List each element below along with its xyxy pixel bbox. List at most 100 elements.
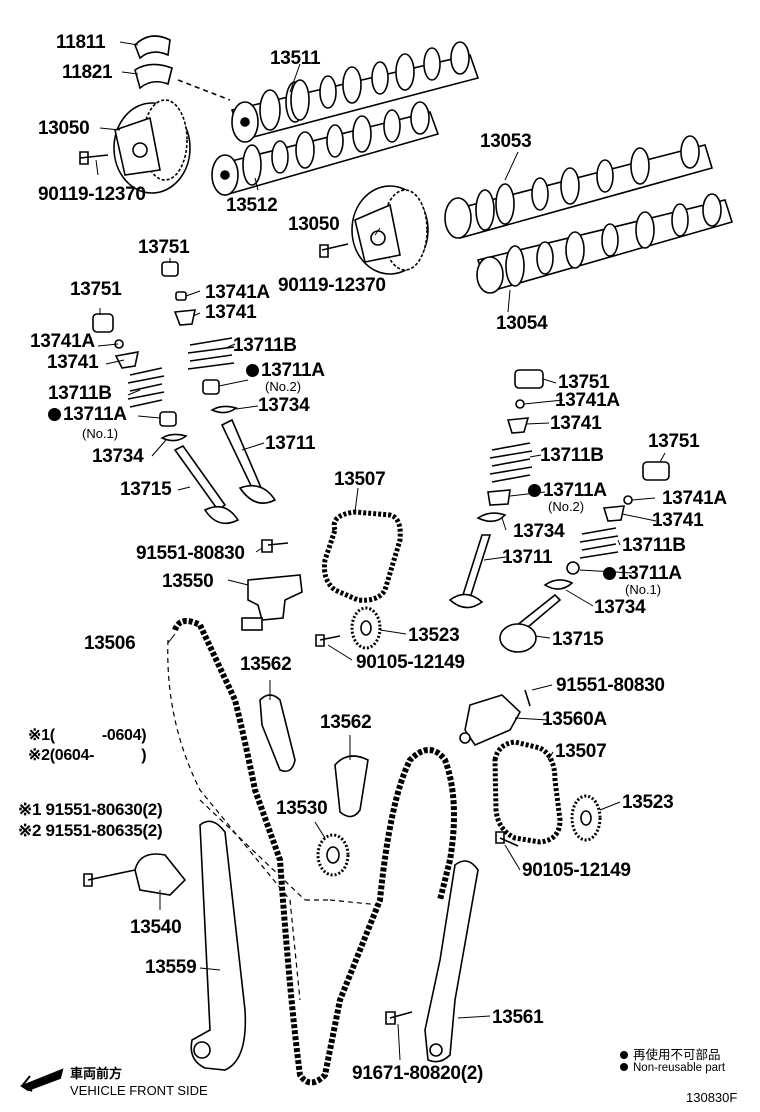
- part-label-13751-c: 13751: [558, 372, 610, 393]
- camshaft-13053: [444, 135, 714, 239]
- sub-note-no1-left: (No.1): [82, 426, 119, 441]
- damper-13562-upper: [259, 694, 296, 773]
- part-label-13741A-b: 13741A: [30, 331, 95, 352]
- part-label-90119-left: 90119-12370: [38, 184, 146, 205]
- non-reusable-dot: [48, 408, 61, 421]
- part-label-13711-a: 13711: [265, 433, 316, 454]
- tensioner-13560A: [459, 689, 531, 746]
- part-label-13512: 13512: [226, 195, 278, 216]
- chain-guide-13559: [190, 820, 247, 1071]
- part-label-13562-lower: 13562: [320, 712, 372, 733]
- bearing-11821: [134, 63, 173, 90]
- valve-group-left: [92, 261, 277, 525]
- part-label-13715-b: 13715: [552, 629, 604, 650]
- part-label-text: 13711A: [543, 480, 607, 501]
- sub-note-no1-right: (No.1): [625, 582, 662, 597]
- sprocket-13530: [316, 833, 350, 877]
- front-direction-arrow: [19, 1068, 64, 1092]
- bolt-91671: [385, 1011, 413, 1025]
- bearing-11811: [134, 35, 171, 60]
- part-label-13751-b: 13751: [70, 279, 122, 300]
- part-label-13053: 13053: [480, 131, 532, 152]
- leader-lines: [95, 41, 666, 1061]
- part-label-13711B-d: 13711B: [622, 535, 686, 556]
- part-label-91551-upper: 91551-80830: [136, 543, 245, 564]
- bolts-90105: [315, 634, 519, 847]
- bolt-90119-left: [79, 151, 109, 165]
- part-label-13711A-a: 13711A: [246, 361, 325, 380]
- bolt-note-2: ※2 91551-80635(2): [18, 821, 163, 840]
- part-label-13054: 13054: [496, 313, 548, 334]
- camshaft-13511: [230, 41, 480, 143]
- figure-code: 130830F: [686, 1090, 738, 1105]
- part-label-13741A-c: 13741A: [555, 390, 620, 411]
- part-label-13711-b: 13711: [502, 547, 553, 568]
- part-label-13741-d: 13741: [652, 510, 704, 531]
- part-label-90119-right: 90119-12370: [278, 275, 386, 296]
- applicability-note-2: ※2(0604- ): [28, 747, 147, 764]
- damper-13562-lower: [334, 755, 369, 818]
- tensioner-13550: [241, 539, 303, 631]
- legend-dot: [620, 1051, 628, 1059]
- part-label-13507-upper: 13507: [334, 469, 386, 490]
- part-label-13741-b: 13741: [47, 352, 99, 373]
- part-label-13711A-c: 13711A: [528, 481, 607, 500]
- non-reusable-dot: [603, 567, 616, 580]
- part-label-text: 13711A: [618, 563, 682, 584]
- part-label-13734-a: 13734: [258, 395, 310, 416]
- direction-label-jp: 車両前方: [70, 1066, 123, 1081]
- part-label-13715-a: 13715: [120, 479, 172, 500]
- part-label-13734-c: 13734: [513, 521, 565, 542]
- part-label-13050-right: 13050: [288, 214, 340, 235]
- camshaft-13054: [476, 193, 734, 294]
- tensioner-13540: [83, 853, 187, 896]
- applicability-note-1: ※1( -0604): [28, 727, 147, 744]
- legend-non-reusable-jp: 再使用不可部品: [620, 1044, 721, 1063]
- part-label-13561: 13561: [492, 1007, 544, 1028]
- camshaft-13512: [211, 101, 440, 196]
- chain-13507-lower: [492, 739, 563, 845]
- part-label-13711B-b: 13711B: [48, 383, 112, 404]
- timing-chain-13506: [167, 618, 457, 1086]
- part-label-90105-lower: 90105-12149: [522, 860, 631, 881]
- part-label-11811: 11811: [56, 32, 106, 53]
- part-label-13550: 13550: [162, 571, 214, 592]
- part-label-13741-c: 13741: [550, 413, 602, 434]
- part-label-text: 13711A: [261, 360, 325, 381]
- sub-note-no2-left: (No.2): [265, 379, 302, 394]
- part-label-13511: 13511: [270, 48, 321, 69]
- chain-guide-13561: [424, 860, 479, 1063]
- chain-13507-upper: [322, 509, 403, 603]
- part-label-13523-upper: 13523: [408, 625, 460, 646]
- bolt-90119-right: [319, 243, 349, 258]
- non-reusable-dot: [528, 484, 541, 497]
- legend-dot: [620, 1063, 628, 1071]
- sprocket-13523-upper: [350, 606, 382, 650]
- part-label-13562-upper: 13562: [240, 654, 292, 675]
- sprocket-13523-lower: [570, 794, 602, 842]
- part-label-90105-upper: 90105-12149: [356, 652, 465, 673]
- vvt-sprocket-13050-right: [351, 185, 429, 275]
- part-label-13751-d: 13751: [648, 431, 700, 452]
- part-label-13734-b: 13734: [92, 446, 144, 467]
- bolt-note-1: ※1 91551-80630(2): [18, 800, 163, 819]
- part-label-91671: 91671-80820(2): [352, 1063, 484, 1084]
- part-label-13734-d: 13734: [594, 597, 646, 618]
- part-label-13741A-d: 13741A: [662, 488, 727, 509]
- legend-text: 再使用不可部品: [633, 1048, 721, 1062]
- part-label-13506: 13506: [84, 633, 136, 654]
- part-label-13711B-c: 13711B: [540, 445, 604, 466]
- sub-note-no2-right: (No.2): [548, 499, 585, 514]
- part-label-text: 13711A: [63, 404, 127, 425]
- part-label-91551-lower: 91551-80830: [556, 675, 665, 696]
- vvt-sprocket-13050-left: [113, 99, 191, 194]
- part-label-13711B-a: 13711B: [233, 335, 297, 356]
- part-label-13530: 13530: [276, 798, 328, 819]
- part-label-13751-a: 13751: [138, 237, 190, 258]
- part-label-13741-a: 13741: [205, 302, 257, 323]
- legend-non-reusable-en: Non-reusable part: [620, 1062, 725, 1074]
- part-label-13560A: 13560A: [542, 709, 607, 730]
- part-label-13050-left: 13050: [38, 118, 90, 139]
